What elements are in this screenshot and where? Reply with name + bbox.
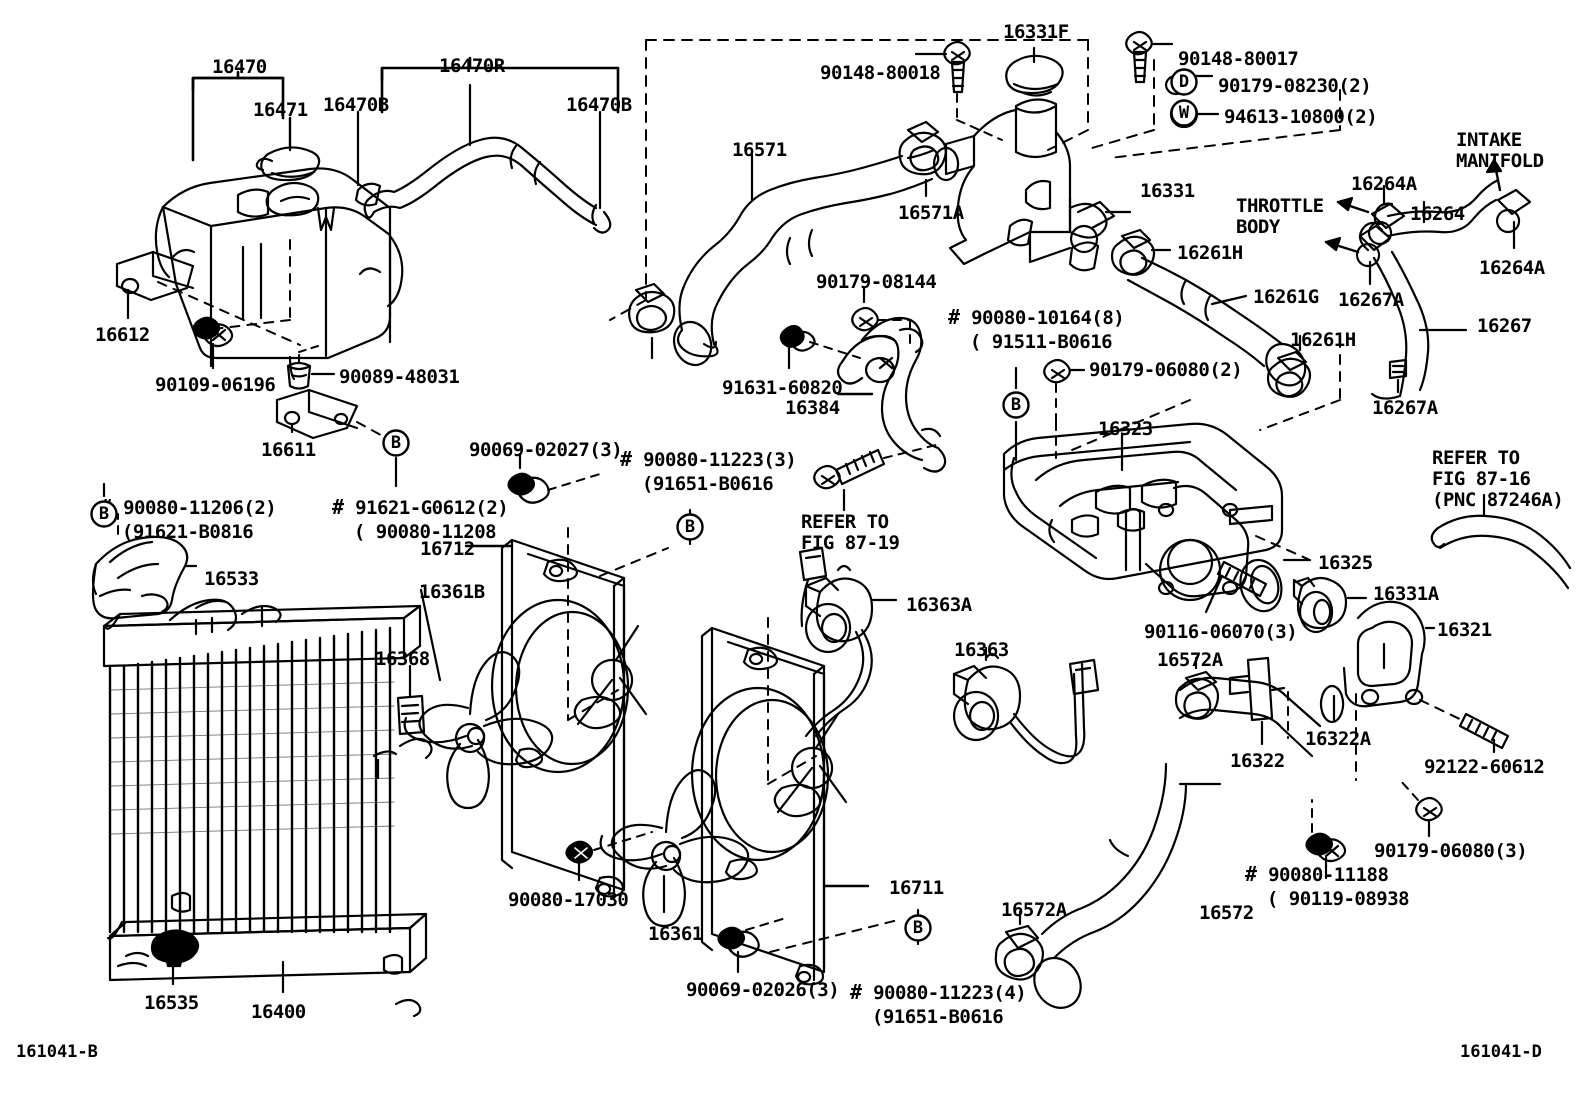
badge-letter: B [912, 918, 924, 938]
part-label-90179-060803: 90179-06080(3) [1374, 840, 1528, 862]
part-label-16361B: 16361B [419, 581, 485, 603]
part-label-16535: 16535 [144, 992, 199, 1014]
part-label-90089-48031: 90089-48031 [339, 366, 460, 388]
part-label-16264A: 16264A [1479, 257, 1545, 279]
part-label-16470: 16470 [212, 56, 267, 78]
part-label-16321: 16321 [1437, 619, 1492, 641]
part-label-92122-60612: 92122-60612 [1424, 756, 1545, 778]
badge-letter: D [1178, 72, 1190, 92]
part-label-90179-08144: 90179-08144 [816, 271, 937, 293]
part-label-16264A: 16264A [1351, 173, 1417, 195]
part-label-group-5: # 90080-11223(4) (91651-B0616 [850, 980, 1027, 1029]
part-label-16470B: 16470B [323, 94, 389, 116]
callout-badge-b: B [1001, 390, 1031, 420]
part-label-16470R: 16470R [439, 55, 505, 77]
callout-badge-b: B [903, 913, 933, 943]
callout-badge-b: B [89, 499, 119, 529]
part-label-16711: 16711 [889, 877, 944, 899]
part-label-90116-060703: 90116-06070(3) [1144, 621, 1298, 643]
part-label-16611: 16611 [261, 439, 316, 461]
part-label-90080-17030: 90080-17030 [508, 889, 629, 911]
footer-left-code: 161041-B [16, 1042, 98, 1062]
part-label-90179-082302: 90179-08230(2) [1218, 75, 1372, 97]
part-label-16612: 16612 [95, 324, 150, 346]
part-label-16331: 16331 [1140, 180, 1195, 202]
annotation-throttle-body: THROTTLE BODY [1236, 195, 1324, 238]
footer-right-code: 161041-D [1460, 1042, 1542, 1062]
part-label-16331F: 16331F [1003, 21, 1069, 43]
part-label-16261H: 16261H [1177, 242, 1243, 264]
badge-letter: B [1010, 395, 1022, 415]
part-number-text: 90080-11223(3) [643, 449, 797, 471]
part-label-16572: 16572 [1199, 902, 1254, 924]
part-number-text: 90080-10164(8) [971, 307, 1125, 329]
part-label-16322A: 16322A [1305, 728, 1371, 750]
part-number-text: 91621-G0612(2) [355, 497, 509, 519]
badge-letter: B [98, 504, 110, 524]
part-number-text: 90080-11188 [1268, 864, 1389, 886]
badge-letter: W [1178, 103, 1190, 123]
part-number-text: ( 90119-08938 [1266, 888, 1410, 910]
part-label-group-2: # 90080-11206(2) (91621-B0816 [100, 495, 277, 544]
part-label-group-3: # 91621-G0612(2) ( 90080-11208 [332, 495, 509, 544]
annotation-refer-fig-87-19: REFER TO FIG 87-19 [801, 511, 900, 554]
part-label-90069-020263: 90069-02026(3) [686, 979, 840, 1001]
part-label-16267: 16267 [1477, 315, 1532, 337]
hash-marker-icon: # [850, 980, 874, 1004]
part-label-16261H: 16261H [1290, 329, 1356, 351]
part-label-16267A: 16267A [1372, 397, 1438, 419]
part-label-16384: 16384 [785, 397, 840, 419]
part-label-16363: 16363 [954, 639, 1009, 661]
part-label-16533: 16533 [204, 568, 259, 590]
part-number-text: (91651-B0616 [641, 473, 774, 495]
part-label-16571: 16571 [732, 139, 787, 161]
callout-badge-b: B [675, 512, 705, 542]
part-label-16572A: 16572A [1157, 649, 1223, 671]
part-number-text: 90080-11223(4) [873, 982, 1027, 1004]
part-label-16470B: 16470B [566, 94, 632, 116]
part-label-16261G: 16261G [1253, 286, 1319, 308]
part-label-group-4: # 90080-11223(3) (91651-B0616 [620, 447, 797, 496]
part-label-group-1: # 90080-10164(8) ( 91511-B0616 [948, 305, 1125, 354]
part-label-90069-020273: 90069-02027(3) [469, 439, 623, 461]
part-label-16400: 16400 [251, 1001, 306, 1023]
part-label-16331A: 16331A [1373, 583, 1439, 605]
badge-letter: B [684, 517, 696, 537]
part-number-text: ( 91511-B0616 [969, 331, 1113, 353]
part-label-16571A: 16571A [898, 202, 964, 224]
icon-badge-w: W [1169, 98, 1199, 128]
part-number-text: (91621-B0816 [121, 521, 254, 543]
part-label-90148-80018: 90148-80018 [820, 62, 941, 84]
part-label-16267A: 16267A [1338, 289, 1404, 311]
hash-marker-icon: # [1245, 862, 1269, 886]
part-label-90148-80017: 90148-80017 [1178, 48, 1299, 70]
annotation-intake-manifold: INTAKE MANIFOLD [1456, 129, 1544, 172]
part-number-text: (91651-B0616 [871, 1006, 1004, 1028]
part-label-16712: 16712 [420, 538, 475, 560]
part-label-16368: 16368 [375, 648, 430, 670]
part-label-16264: 16264 [1410, 203, 1465, 225]
part-label-90109-06196: 90109-06196 [155, 374, 276, 396]
hash-marker-icon: # [948, 305, 972, 329]
annotation-refer-fig-87-16: REFER TO FIG 87-16 (PNC 87246A) [1432, 447, 1564, 511]
hash-marker-icon: # [332, 495, 356, 519]
part-label-16363A: 16363A [906, 594, 972, 616]
icon-badge-d: D [1169, 67, 1199, 97]
part-label-16471: 16471 [253, 99, 308, 121]
part-label-90179-060802: 90179-06080(2) [1089, 359, 1243, 381]
part-label-16325: 16325 [1318, 552, 1373, 574]
part-label-group-6: # 90080-11188 ( 90119-08938 [1245, 862, 1410, 911]
part-label-94613-108002: 94613-10800(2) [1224, 106, 1378, 128]
callout-badge-b: B [381, 428, 411, 458]
part-label-16361: 16361 [648, 923, 703, 945]
part-number-text: 90080-11206(2) [123, 497, 277, 519]
part-number-text: ( 90080-11208 [353, 521, 497, 543]
part-label-91631-60820: 91631-60820 [722, 377, 843, 399]
part-label-16323: 16323 [1098, 418, 1153, 440]
badge-letter: B [390, 433, 402, 453]
hash-marker-icon: # [620, 447, 644, 471]
part-label-16572A: 16572A [1001, 899, 1067, 921]
part-label-16322: 16322 [1230, 750, 1285, 772]
